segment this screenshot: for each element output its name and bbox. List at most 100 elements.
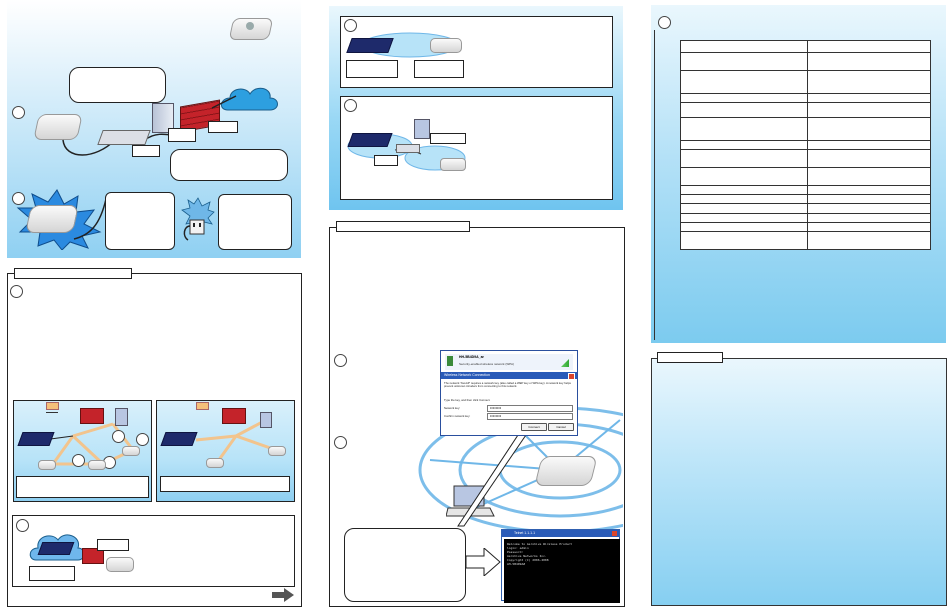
firewall-icon — [80, 408, 104, 424]
pointer-lines — [457, 431, 529, 527]
switch-icon — [37, 542, 75, 555]
server-icon — [414, 119, 430, 139]
callout-label — [168, 128, 196, 142]
table-row — [680, 117, 931, 141]
network-key-field[interactable]: •••••••• — [487, 405, 573, 412]
table-row — [680, 185, 931, 195]
step-number-circle — [136, 433, 149, 446]
network-key-value: •••••••• — [490, 405, 502, 410]
switch-icon — [160, 432, 198, 446]
table-row — [680, 194, 931, 204]
caption-box — [16, 476, 149, 498]
ap-device-icon — [440, 158, 466, 171]
table-row — [680, 52, 931, 71]
cloud-icon — [221, 87, 278, 111]
table-row — [680, 40, 931, 53]
ap-device-icon — [534, 456, 598, 486]
dialog-titlebar: Wireless Network Connection — [441, 372, 577, 380]
instruction-callout — [344, 528, 466, 602]
switch-icon — [17, 432, 55, 446]
switch-icon — [347, 133, 393, 147]
dialog-title: Wireless Network Connection — [444, 373, 490, 377]
table-row — [680, 140, 931, 150]
callout-label — [29, 566, 75, 581]
firewall-icon — [222, 408, 246, 424]
console-line: Aerohive Networks Inc. — [507, 554, 547, 558]
console-line: AH-5B4D9A# — [507, 562, 526, 566]
table-row — [680, 70, 931, 94]
telnet-console: Welcome to Aerohive Wireless Product log… — [504, 539, 620, 603]
power-outlet-icon — [181, 197, 215, 241]
network-list-item: HH-5B4D9A_ar Security-enabled wireless n… — [445, 354, 573, 370]
link-line — [211, 95, 237, 109]
close-icon[interactable] — [568, 373, 575, 380]
callout-label — [414, 60, 464, 78]
callout-bubble — [170, 149, 288, 181]
confirm-key-label: Confirm network key: — [444, 414, 471, 418]
ap-device-icon — [122, 446, 140, 456]
step-number-circle — [334, 436, 347, 449]
ap-device-icon — [106, 557, 134, 572]
callout-label — [346, 60, 398, 78]
callout-label — [97, 539, 129, 551]
confirm-key-field[interactable]: •••••••• — [487, 413, 573, 420]
table-row — [680, 203, 931, 214]
table-row — [680, 102, 931, 118]
dialog-body-text: The network 'hiveAP' requires a network … — [444, 381, 571, 389]
step-number-circle — [344, 99, 357, 112]
connect-button[interactable]: Connect — [521, 423, 547, 431]
server-icon — [260, 412, 272, 428]
step-number-circle — [12, 106, 25, 119]
step-number-circle — [16, 519, 29, 532]
step-number-circle — [10, 285, 23, 298]
close-icon[interactable] — [612, 531, 617, 536]
telnet-window: Telnet 1.1.1.1 Welcome to Aerohive Wirel… — [501, 529, 620, 603]
table-row — [680, 213, 931, 223]
wifi-signal-icon — [447, 356, 453, 366]
cancel-button[interactable]: Cancel — [548, 423, 574, 431]
arrow-right-icon[interactable] — [272, 588, 294, 602]
legend-swatch — [196, 402, 209, 410]
step-number-circle — [72, 454, 85, 467]
step-number-circle — [12, 192, 25, 205]
console-line: Copyright (C) 2006-2008 — [507, 558, 549, 562]
step-number-circle — [334, 354, 347, 367]
firewall-icon — [82, 548, 104, 564]
callout-bubble — [105, 192, 175, 250]
console-line: Welcome to Aerohive Wireless Product — [507, 542, 573, 546]
telnet-titlebar: Telnet 1.1.1.1 — [502, 530, 619, 537]
panel-border-line — [654, 30, 655, 340]
ap-device-icon — [88, 460, 106, 470]
table-row — [680, 167, 931, 186]
legend-swatch — [46, 402, 59, 410]
dialog-instruction: Type the key, and then click Connect. — [444, 398, 491, 402]
section-header-tab — [14, 268, 132, 279]
callout-label — [430, 133, 466, 144]
switch-icon — [346, 38, 394, 53]
step-number-circle — [112, 430, 125, 443]
server-icon — [115, 408, 128, 426]
callout-bubble — [69, 67, 166, 103]
table-row — [680, 231, 931, 250]
console-line: login: admin — [507, 546, 529, 550]
ap-device-icon — [430, 38, 462, 53]
table-row — [680, 222, 931, 232]
confirm-key-value: •••••••• — [490, 413, 502, 418]
ap-device-icon — [206, 458, 224, 468]
specifications-table — [680, 40, 931, 250]
callout-label — [132, 145, 160, 157]
console-line: Password: — [507, 550, 524, 554]
network-name: HH-5B4D9A_ar — [459, 355, 484, 359]
section-header-tab — [657, 352, 723, 363]
callout-bubble — [218, 194, 292, 250]
ap-logo-mark — [246, 22, 254, 30]
switch-icon — [396, 144, 420, 153]
table-row — [680, 149, 931, 168]
notes-panel — [651, 358, 947, 606]
wireless-network-dialog: HH-5B4D9A_ar Security-enabled wireless n… — [440, 350, 578, 436]
table-row — [680, 93, 931, 103]
step-number-circle — [658, 16, 671, 29]
server-icon — [152, 103, 174, 133]
telnet-title: Telnet 1.1.1.1 — [514, 531, 536, 535]
callout-label — [208, 121, 238, 133]
